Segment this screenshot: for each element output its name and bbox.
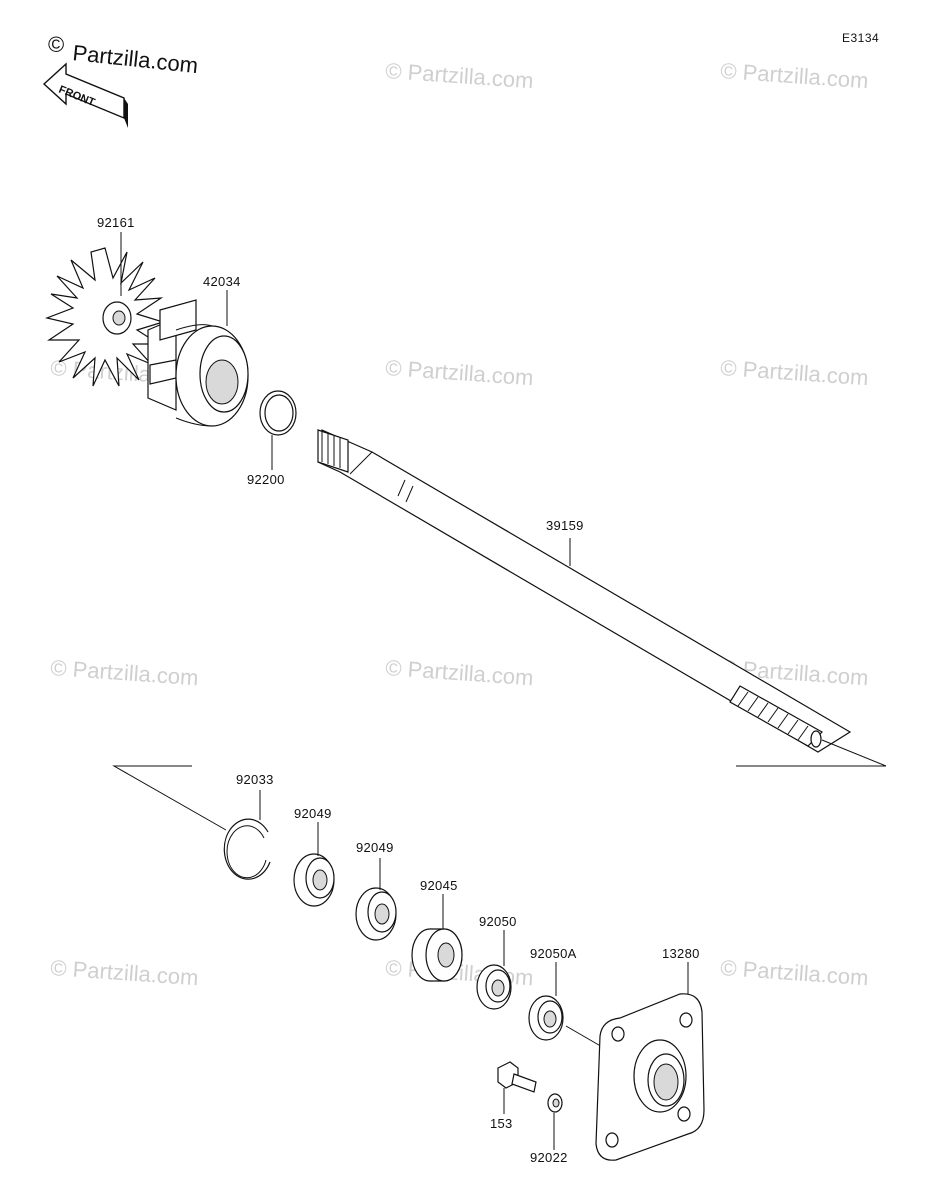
watermark: © Partzilla.com: [720, 355, 870, 390]
part-label-92045: 92045: [420, 878, 458, 893]
watermark: © Partzilla.com: [50, 655, 200, 690]
watermark: © Partzilla.com: [720, 955, 870, 990]
watermark: © Partzilla.com: [50, 955, 200, 990]
part-label-92161: 92161: [97, 215, 135, 230]
front-arrow-icon: FRONT: [42, 62, 128, 128]
part-label-39159: 39159: [546, 518, 584, 533]
part-label-92022: 92022: [530, 1150, 568, 1165]
bearing-92045: [411, 928, 463, 982]
part-label-92049-a: 92049: [294, 806, 332, 821]
seal-92049-b: [355, 887, 397, 941]
copyright-icon: ©: [48, 32, 64, 57]
ring-92200: [259, 390, 297, 436]
leader-line: [736, 739, 887, 767]
part-label-92049-b: 92049: [356, 840, 394, 855]
watermark: © Partzilla.com: [385, 355, 535, 390]
shaft-39159: [317, 429, 852, 753]
part-label-92050A: 92050A: [530, 946, 577, 961]
seal-92049-a: [293, 853, 335, 907]
part-label-92200: 92200: [247, 472, 285, 487]
part-label-153: 153: [490, 1116, 513, 1131]
part-label-13280: 13280: [662, 946, 700, 961]
washer-92022: [547, 1093, 563, 1113]
part-label-92050: 92050: [479, 914, 517, 929]
part-label-42034: 42034: [203, 274, 241, 289]
watermark: © Partzilla.com: [385, 58, 535, 93]
circlip-92033: [223, 818, 271, 880]
impeller-92161: [44, 247, 166, 387]
brand-text: Partzilla.com: [71, 40, 199, 78]
part-label-92033: 92033: [236, 772, 274, 787]
seal-92050: [476, 964, 512, 1010]
housing-42034: [147, 299, 249, 427]
brand-logo: © Partzilla.com: [48, 32, 199, 78]
cover-13280: [595, 993, 705, 1161]
bolt-153: [497, 1061, 537, 1093]
watermark: © Partzilla.com: [385, 655, 535, 690]
seal-92050A: [528, 995, 564, 1041]
watermark: © Partzilla.com: [720, 58, 870, 93]
leader-line: [112, 765, 227, 831]
diagram-code: E3134: [842, 31, 879, 45]
